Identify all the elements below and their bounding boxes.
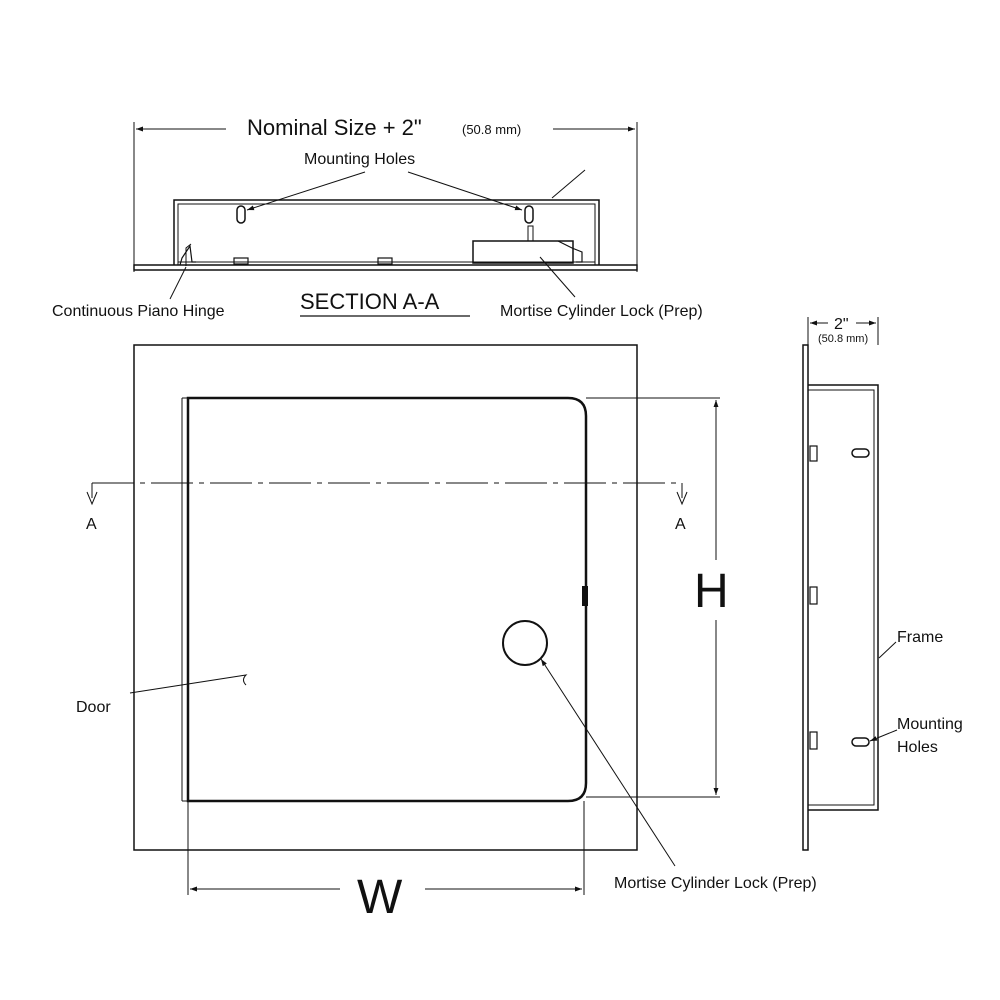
side-tab [809,445,818,462]
side-mounting-holes-label-line2: Holes [897,739,938,756]
width-label: W [357,871,403,924]
section-mounting-hole-right [524,205,534,224]
latch-tab [582,586,588,606]
side-mounting-hole-bottom [851,737,870,747]
section-marker-right: A [675,516,686,533]
depth-metric: (50.8 mm) [818,333,868,345]
section-title: SECTION A-A [300,289,440,314]
side-tab [809,731,818,750]
depth-label: 2" [834,316,849,333]
section-tab [233,257,249,265]
section-mounting-holes-label: Mounting Holes [304,151,415,168]
section-hinge-label: Continuous Piano Hinge [52,303,225,320]
side-flange [802,344,809,851]
section-hinge [179,244,196,266]
nominal-size-dimension: Nominal Size + 2" (50.8 mm) [133,115,638,272]
section-tab [377,257,393,265]
frame-label: Frame [897,629,943,646]
section-view: Mounting Holes Continuous Piano Hinge Mo… [52,151,703,320]
front-view: A A H W Door Mortise Cylinder Lock (Prep… [76,344,817,924]
side-tab [809,586,818,605]
section-lock-body [472,240,574,264]
height-label: H [694,565,729,618]
side-mounting-holes-label-line1: Mounting [897,716,963,733]
section-mounting-hole-left [236,205,246,224]
lock-label: Mortise Cylinder Lock (Prep) [614,875,817,892]
side-frame [808,384,879,811]
lock-cylinder [502,620,548,666]
door-panel [186,396,588,803]
side-view: 2" (50.8 mm) Frame Mounting Holes [802,316,963,851]
section-flange [133,264,638,271]
section-frame [173,199,600,265]
nominal-size-label: Nominal Size + 2" [247,115,422,140]
nominal-size-metric: (50.8 mm) [462,122,521,137]
side-mounting-hole-top [851,448,870,458]
outer-flange [133,344,638,851]
section-lock-label: Mortise Cylinder Lock (Prep) [500,303,703,320]
section-marker-left: A [86,516,97,533]
door-label: Door [76,699,111,716]
